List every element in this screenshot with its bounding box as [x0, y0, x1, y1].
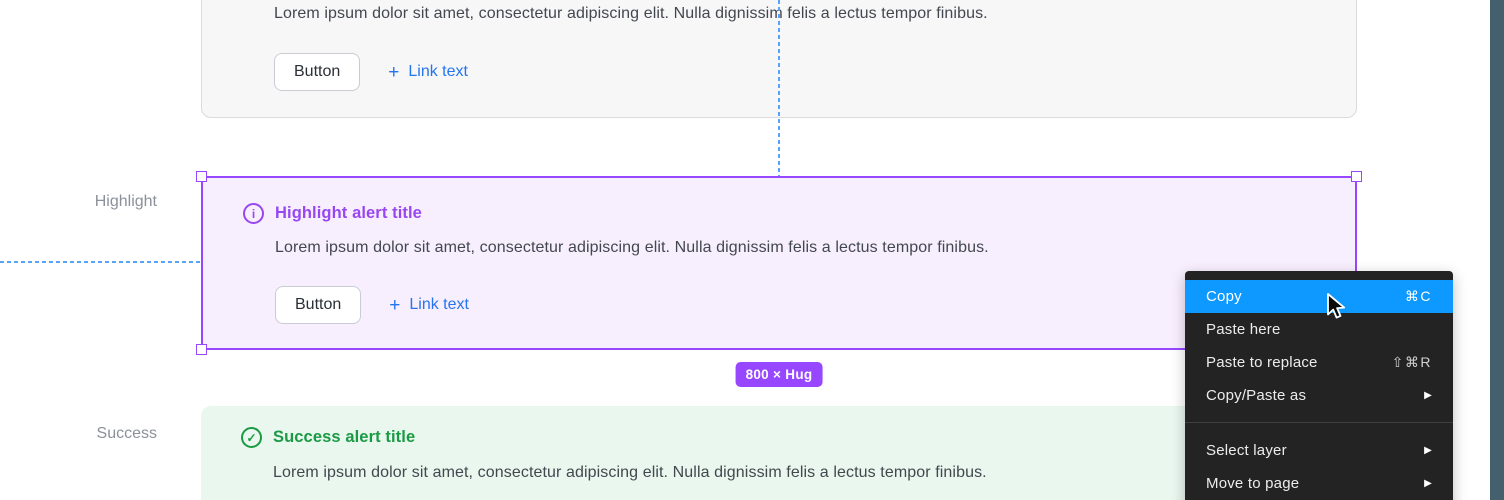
menu-item-copy-paste-as[interactable]: Copy/Paste as ▶	[1185, 379, 1453, 412]
menu-item-copy[interactable]: Copy ⌘C	[1185, 280, 1453, 313]
shortcut-label: ⇧⌘R	[1391, 354, 1432, 370]
plus-icon: +	[388, 61, 400, 83]
submenu-arrow-icon: ▶	[1424, 478, 1432, 489]
menu-item-label: Copy/Paste as	[1206, 387, 1307, 404]
shortcut-label: ⌘C	[1404, 288, 1432, 304]
cursor-icon	[1325, 292, 1349, 327]
plus-icon: +	[389, 294, 401, 316]
menu-item-label: Paste to replace	[1206, 354, 1318, 371]
submenu-arrow-icon: ▶	[1424, 445, 1432, 456]
alert-link[interactable]: + Link text	[388, 63, 468, 82]
alert-title: Success alert title	[273, 428, 416, 446]
menu-item-label: Move to page	[1206, 475, 1300, 492]
menu-item-move-to-page[interactable]: Move to page ▶	[1185, 467, 1453, 500]
success-alert-card[interactable]: ✓ Success alert title Lorem ipsum dolor …	[201, 406, 1357, 500]
selection-handle-bottom-left[interactable]	[196, 344, 207, 355]
menu-separator	[1185, 422, 1453, 423]
alert-button[interactable]: Button	[274, 53, 361, 91]
alert-button[interactable]: Button	[275, 286, 362, 324]
right-panel-edge	[1490, 0, 1504, 500]
selection-handle-top-right[interactable]	[1351, 171, 1362, 182]
section-label-highlight: Highlight	[94, 193, 157, 210]
check-circle-icon: ✓	[241, 427, 262, 448]
alert-body-text: Lorem ipsum dolor sit amet, consectetur …	[275, 239, 989, 256]
menu-item-paste-to-replace[interactable]: Paste to replace ⇧⌘R	[1185, 346, 1453, 379]
section-label-success: Success	[96, 425, 157, 442]
info-icon: i	[243, 203, 264, 224]
context-menu: Copy ⌘C Paste here Paste to replace ⇧⌘R …	[1185, 271, 1453, 500]
horizontal-alignment-guide	[0, 261, 200, 263]
alert-link[interactable]: + Link text	[389, 296, 469, 315]
menu-item-paste-here[interactable]: Paste here	[1185, 313, 1453, 346]
highlight-alert-card[interactable]: i Highlight alert title Lorem ipsum dolo…	[196, 171, 1362, 355]
alert-title: Highlight alert title	[275, 204, 422, 222]
menu-item-select-layer[interactable]: Select layer ▶	[1185, 434, 1453, 467]
vertical-alignment-guide	[778, 0, 780, 176]
submenu-arrow-icon: ▶	[1424, 390, 1432, 401]
size-badge: 800 × Hug	[735, 362, 823, 387]
alert-body-text: Lorem ipsum dolor sit amet, consectetur …	[273, 464, 987, 481]
link-label: Link text	[408, 63, 468, 80]
link-label: Link text	[409, 296, 469, 313]
menu-item-label: Copy	[1206, 288, 1242, 305]
selection-handle-top-left[interactable]	[196, 171, 207, 182]
alert-body-text: Lorem ipsum dolor sit amet, consectetur …	[274, 5, 988, 22]
menu-item-label: Select layer	[1206, 442, 1287, 459]
menu-item-label: Paste here	[1206, 321, 1281, 338]
